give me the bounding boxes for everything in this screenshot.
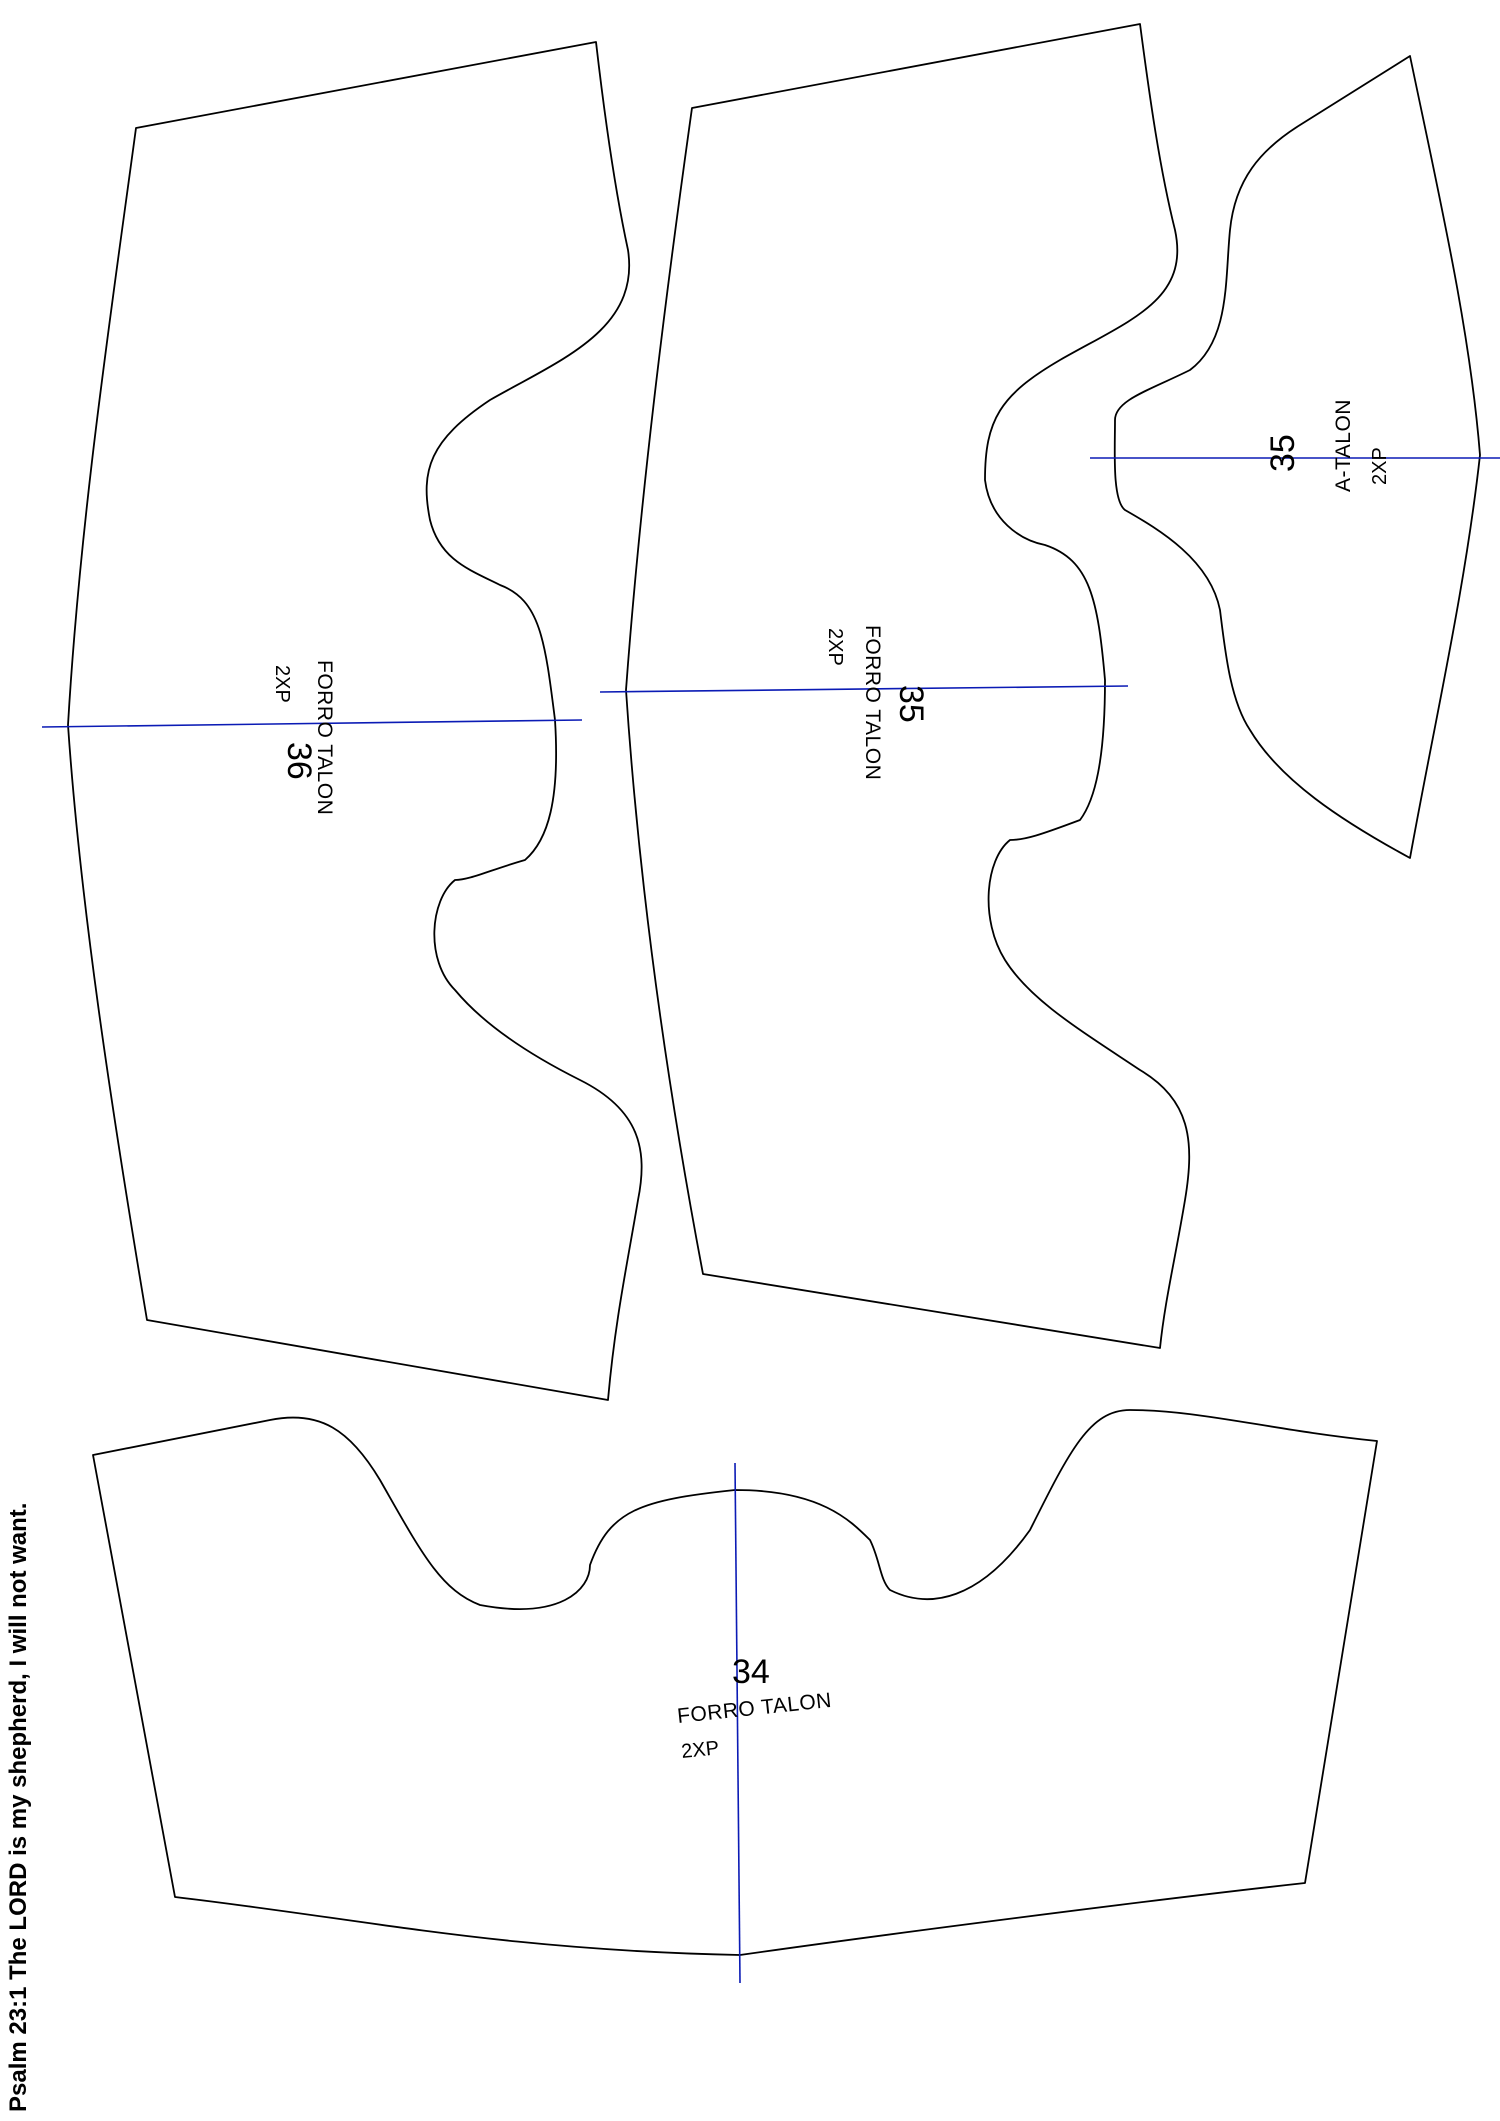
piece-35-forro-grainline	[599, 685, 1129, 693]
pattern-piece-35-forro: 35 FORRO TALON 2XP	[599, 23, 1191, 1349]
piece-36-quantity: 2XP	[271, 665, 293, 703]
pattern-piece-34: 34 FORRO TALON 2XP	[92, 1409, 1378, 1984]
piece-35-a-talon-name: A-TALON	[1332, 399, 1355, 492]
piece-34-name: FORRO TALON	[676, 1689, 833, 1728]
piece-36-name: FORRO TALON	[313, 660, 336, 815]
piece-34-number: 34	[732, 1653, 770, 1691]
piece-36-outline	[67, 41, 643, 1401]
piece-35-forro-number: 35	[892, 685, 930, 723]
piece-36-number: 36	[280, 742, 318, 780]
pattern-piece-35-a-talon: 35 A-TALON 2XP	[1090, 55, 1500, 859]
piece-35-forro-name: FORRO TALON	[861, 625, 884, 780]
piece-35-a-talon-outline	[1113, 55, 1481, 859]
piece-34-grainline	[734, 1462, 741, 1984]
piece-34-outline	[92, 1409, 1378, 1956]
footer-verse: Psalm 23:1 The LORD is my shepherd, I wi…	[5, 1503, 32, 2112]
piece-35-forro-outline	[625, 23, 1191, 1349]
piece-35-forro-quantity: 2XP	[824, 628, 846, 666]
piece-36-grainline	[41, 719, 583, 728]
pattern-piece-36: 36 FORRO TALON 2XP	[41, 41, 643, 1401]
piece-35-a-talon-quantity: 2XP	[1369, 447, 1391, 485]
piece-34-quantity: 2XP	[680, 1737, 720, 1763]
piece-35-a-talon-number: 35	[1264, 434, 1302, 472]
